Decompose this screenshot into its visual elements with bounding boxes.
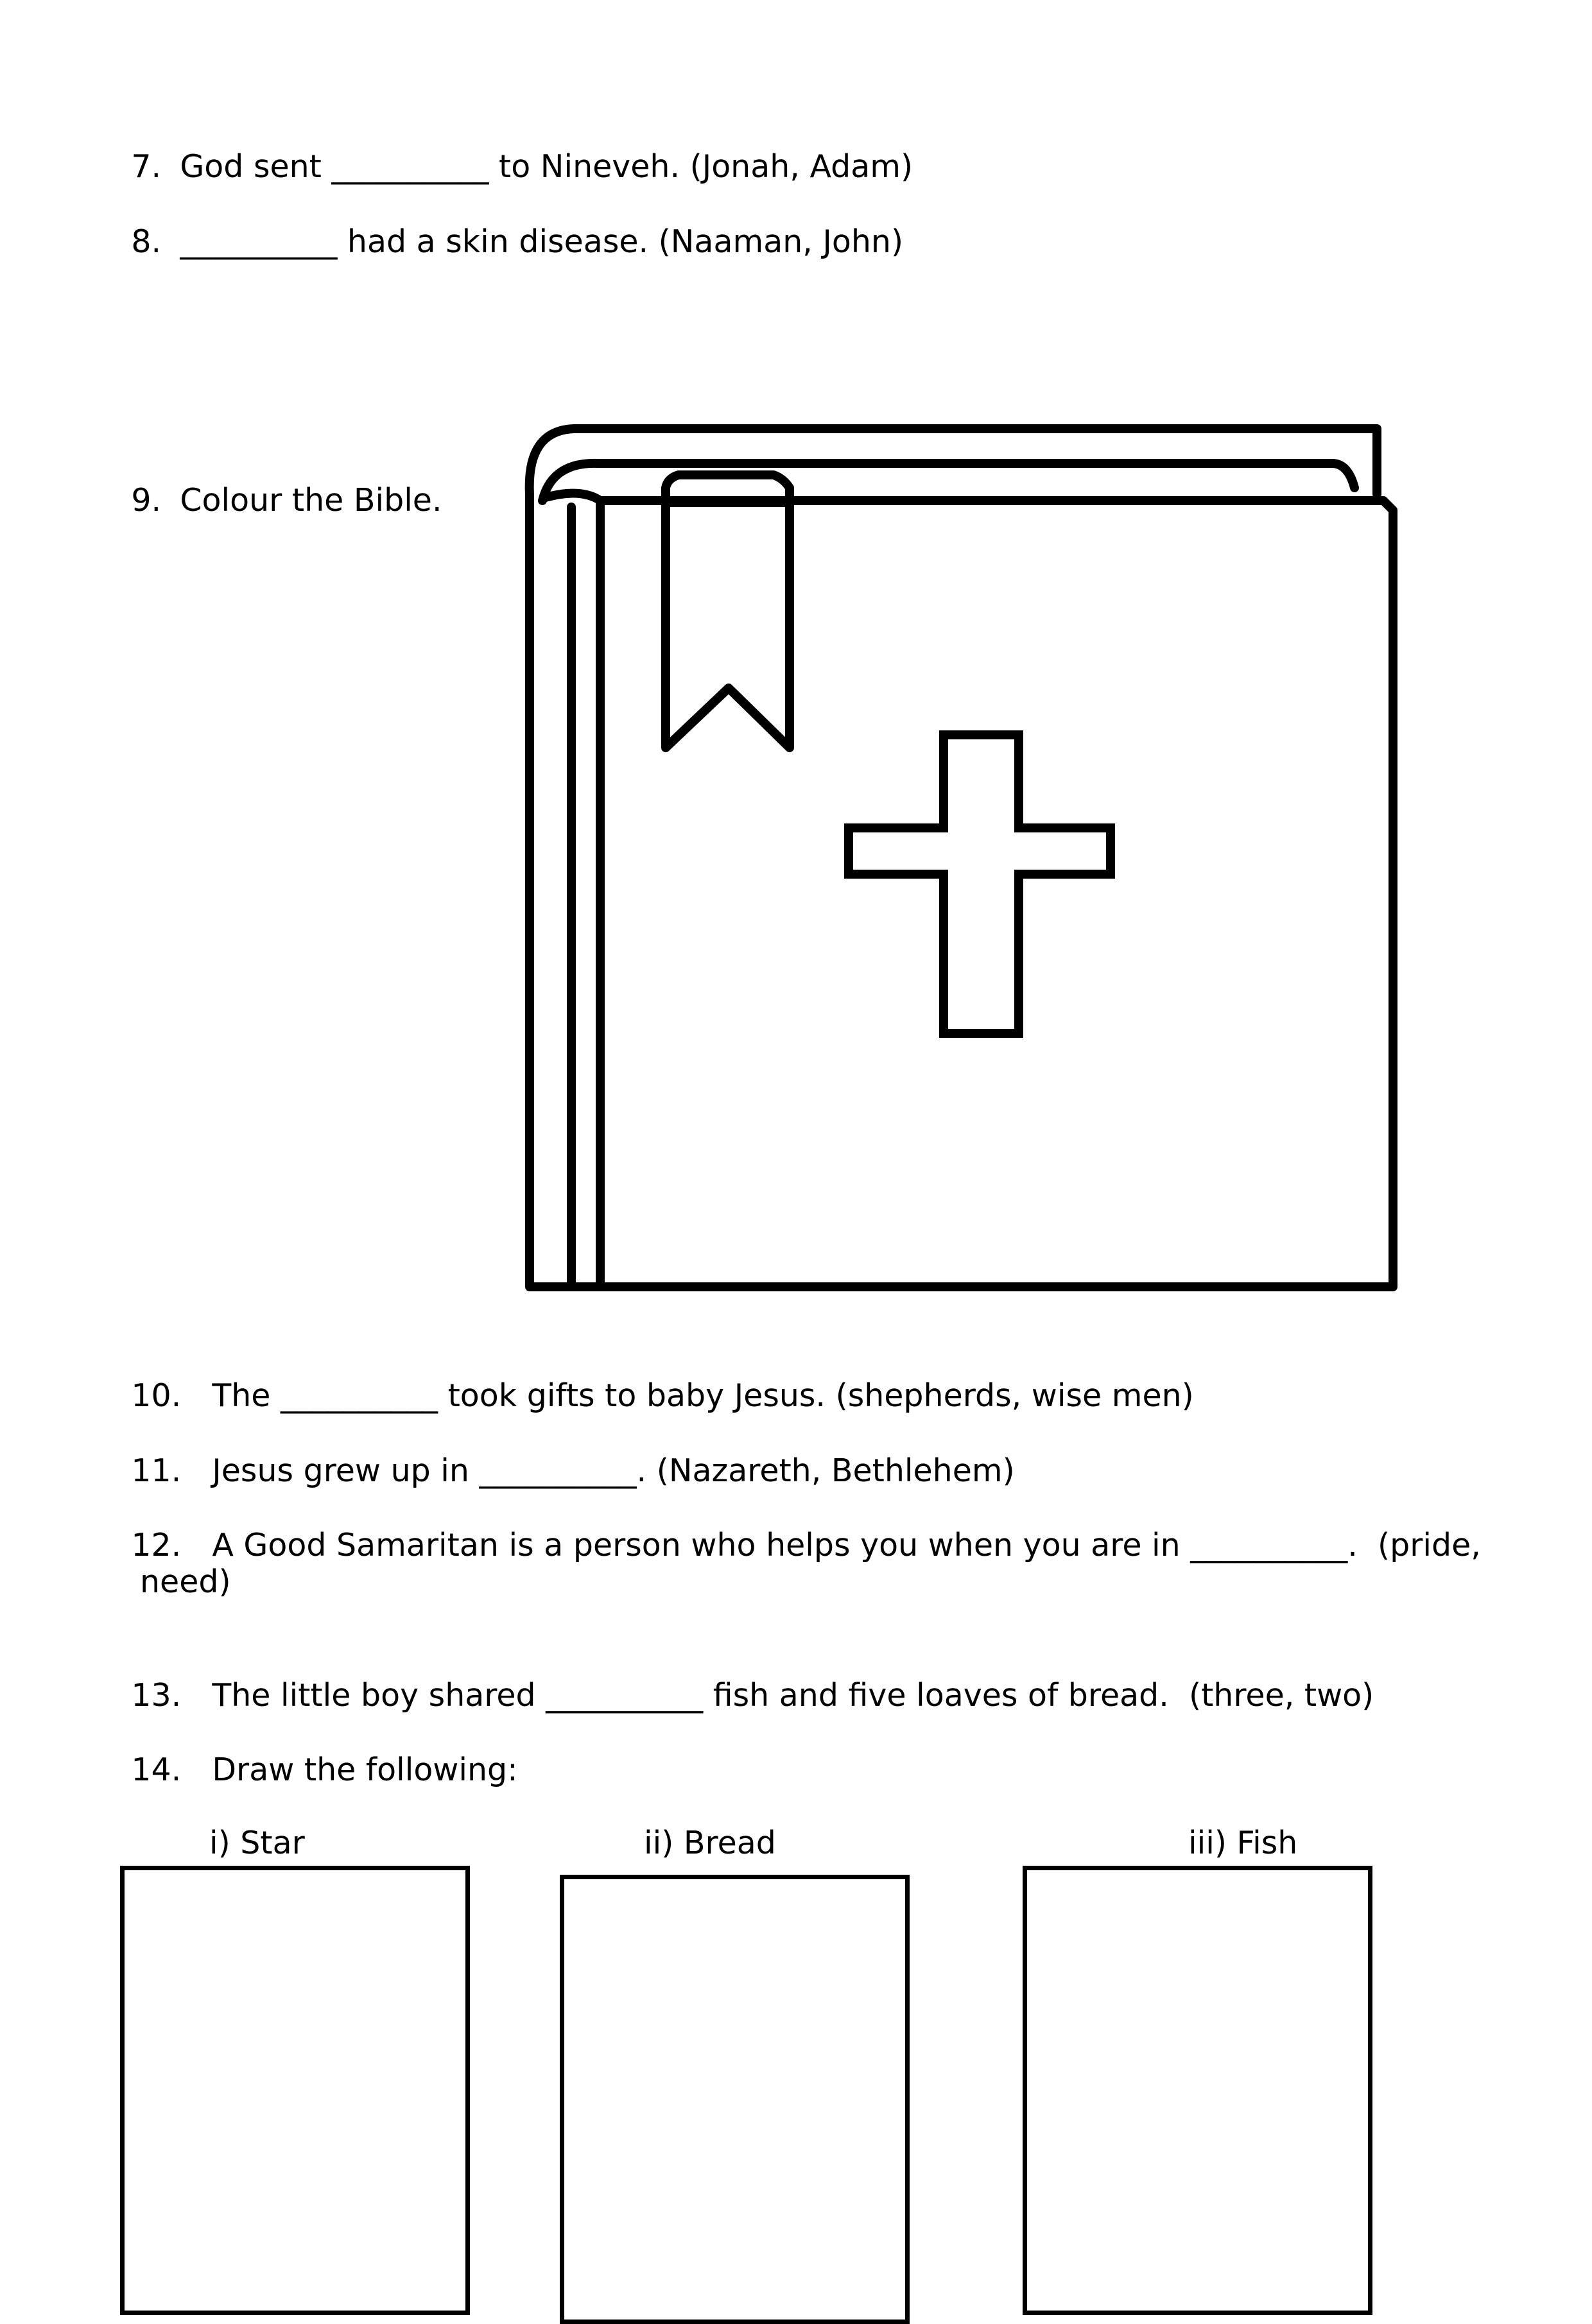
question-text: Jesus grew up in __________. (Nazareth, … <box>212 1452 1015 1489</box>
cross-icon <box>844 730 1115 1038</box>
question-text: The little boy shared __________ fish an… <box>212 1677 1374 1714</box>
bible-pages-inner <box>538 458 1359 505</box>
question-13: 13. The little boy shared __________ fish… <box>91 1638 1374 1753</box>
star-drawing-box[interactable] <box>120 1866 470 2315</box>
bible-cover <box>596 496 1397 1291</box>
question-number: 14. <box>131 1752 182 1788</box>
question-text: The __________ took gifts to baby Jesus.… <box>212 1377 1194 1414</box>
question-12: 12. A Good Samaritan is a person who help… <box>91 1488 1481 1603</box>
bible-illustration <box>524 424 1397 1291</box>
question-number: 11. <box>131 1452 182 1489</box>
question-text: God sent __________ to Nineveh. (Jonah, … <box>180 148 913 185</box>
question-text: Colour the Bible. <box>180 482 442 519</box>
question-9: 9. Colour the Bible. <box>91 443 442 558</box>
bible-pages-top <box>524 424 1381 499</box>
question-11: 11. Jesus grew up in __________. (Nazaret… <box>91 1413 1015 1529</box>
bread-box-label: ii) Bread <box>644 1825 776 1861</box>
question-number: 10. <box>131 1377 182 1414</box>
question-10: 10. The __________ took gifts to baby Jes… <box>91 1338 1194 1454</box>
question-number: 8. <box>131 223 162 260</box>
question-number: 12. <box>131 1527 182 1563</box>
bookmark-ribbon <box>661 470 794 752</box>
question-12-continuation: need) <box>140 1563 231 1600</box>
fish-box-label: iii) Fish <box>1188 1825 1298 1861</box>
question-text: A Good Samaritan is a person who helps y… <box>212 1527 1481 1563</box>
question-8: 8. __________ had a skin disease. (Naaman… <box>91 184 903 300</box>
fish-drawing-box[interactable] <box>1023 1866 1372 2315</box>
question-text: Draw the following: <box>212 1752 518 1788</box>
question-7: 7. God sent __________ to Nineveh. (Jonah… <box>91 109 913 225</box>
question-text: __________ had a skin disease. (Naaman, … <box>180 223 904 260</box>
star-box-label: i) Star <box>209 1825 305 1861</box>
bible-spine <box>525 488 605 1291</box>
question-number: 9. <box>131 482 162 519</box>
question-number: 7. <box>131 148 162 185</box>
bread-drawing-box[interactable] <box>560 1875 910 2324</box>
question-14: 14. Draw the following: <box>91 1712 518 1828</box>
question-number: 13. <box>131 1677 182 1714</box>
